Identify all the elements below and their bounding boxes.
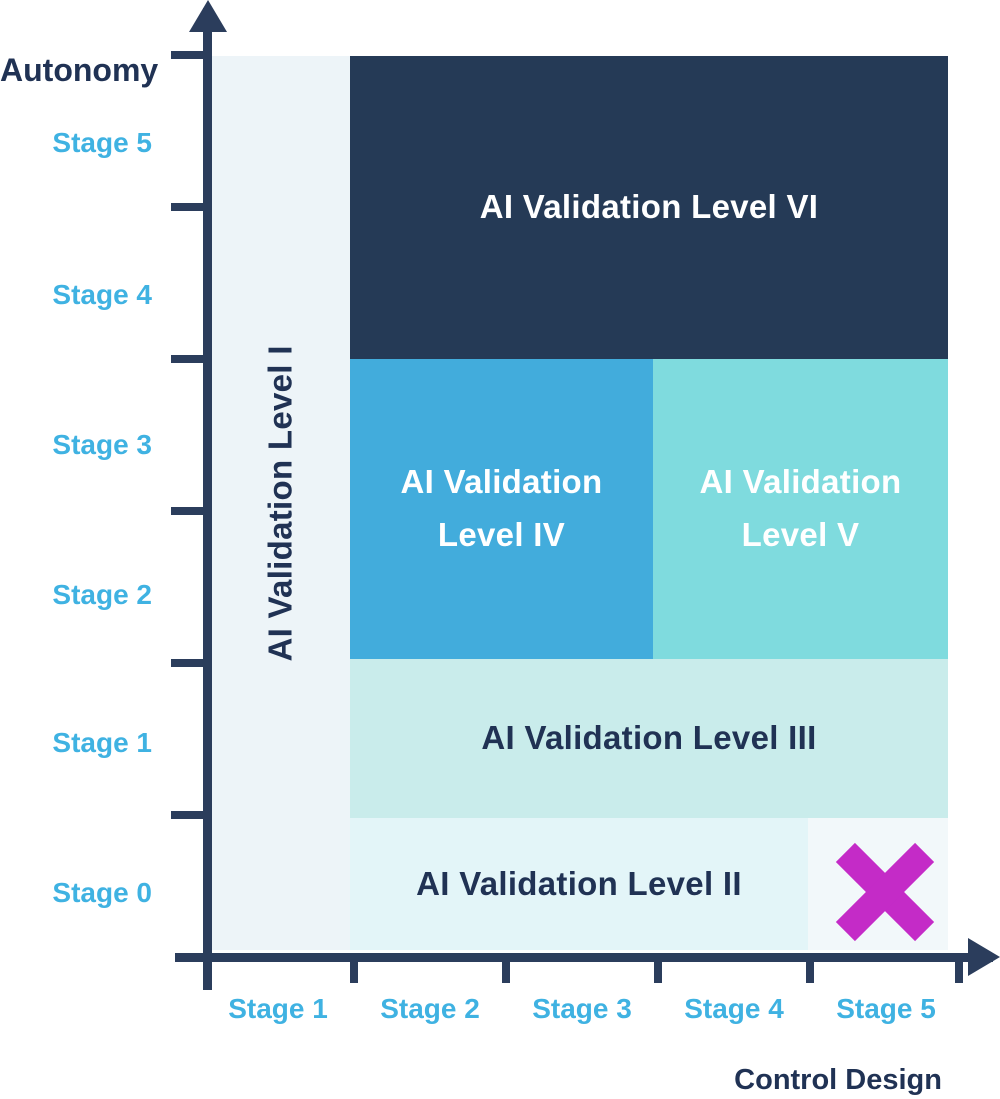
y-axis-label-stage-1: Stage 1 <box>52 727 152 758</box>
y-tick <box>171 51 212 59</box>
region-level-4-label: AI Validation Level IV <box>400 463 603 553</box>
region-level-4: AI Validation Level IV <box>350 359 653 659</box>
x-axis-arrow-icon <box>968 938 1000 976</box>
region-level-3-label: AI Validation Level III <box>481 719 817 757</box>
region-level-2: AI Validation Level II <box>350 818 808 950</box>
y-tick <box>171 659 212 667</box>
y-tick <box>171 507 212 515</box>
y-axis-arrow-icon <box>189 0 227 32</box>
x-tick <box>502 953 510 983</box>
y-tick <box>171 811 212 819</box>
region-level-3: AI Validation Level III <box>350 659 948 818</box>
x-axis-label-stage-3: Stage 3 <box>532 993 632 1024</box>
x-axis-line <box>175 953 993 962</box>
y-axis-line <box>203 8 212 990</box>
x-axis-label-stage-4: Stage 4 <box>684 993 784 1024</box>
region-level-5-label: AI Validation Level V <box>699 463 902 553</box>
region-level-6: AI Validation Level VI <box>350 56 948 359</box>
x-tick <box>654 953 662 983</box>
x-tick <box>350 953 358 983</box>
region-level-2-label: AI Validation Level II <box>416 864 742 902</box>
y-axis-label-stage-3: Stage 3 <box>52 429 152 460</box>
x-axis-label-stage-1: Stage 1 <box>228 993 328 1024</box>
x-axis-label-stage-2: Stage 2 <box>380 993 480 1024</box>
x-tick <box>955 953 963 983</box>
region-level-1: AI Validation Level I <box>212 56 350 950</box>
region-level-5: AI Validation Level V <box>653 359 948 659</box>
y-axis-label-stage-0: Stage 0 <box>52 877 152 908</box>
y-tick <box>171 203 212 211</box>
y-axis-title: Autonomy <box>0 52 159 88</box>
y-axis-label-stage-4: Stage 4 <box>52 279 152 310</box>
x-axis-label-stage-5: Stage 5 <box>836 993 936 1024</box>
region-level-6-label: AI Validation Level VI <box>479 188 819 226</box>
x-axis-title: Control Design <box>734 1064 942 1096</box>
y-tick <box>171 355 212 363</box>
y-axis-label-stage-5: Stage 5 <box>52 127 152 158</box>
region-level-1-label: AI Validation Level I <box>261 344 299 662</box>
cross-marker-icon <box>835 842 935 942</box>
x-tick <box>806 953 814 983</box>
y-axis-label-stage-2: Stage 2 <box>52 579 152 610</box>
